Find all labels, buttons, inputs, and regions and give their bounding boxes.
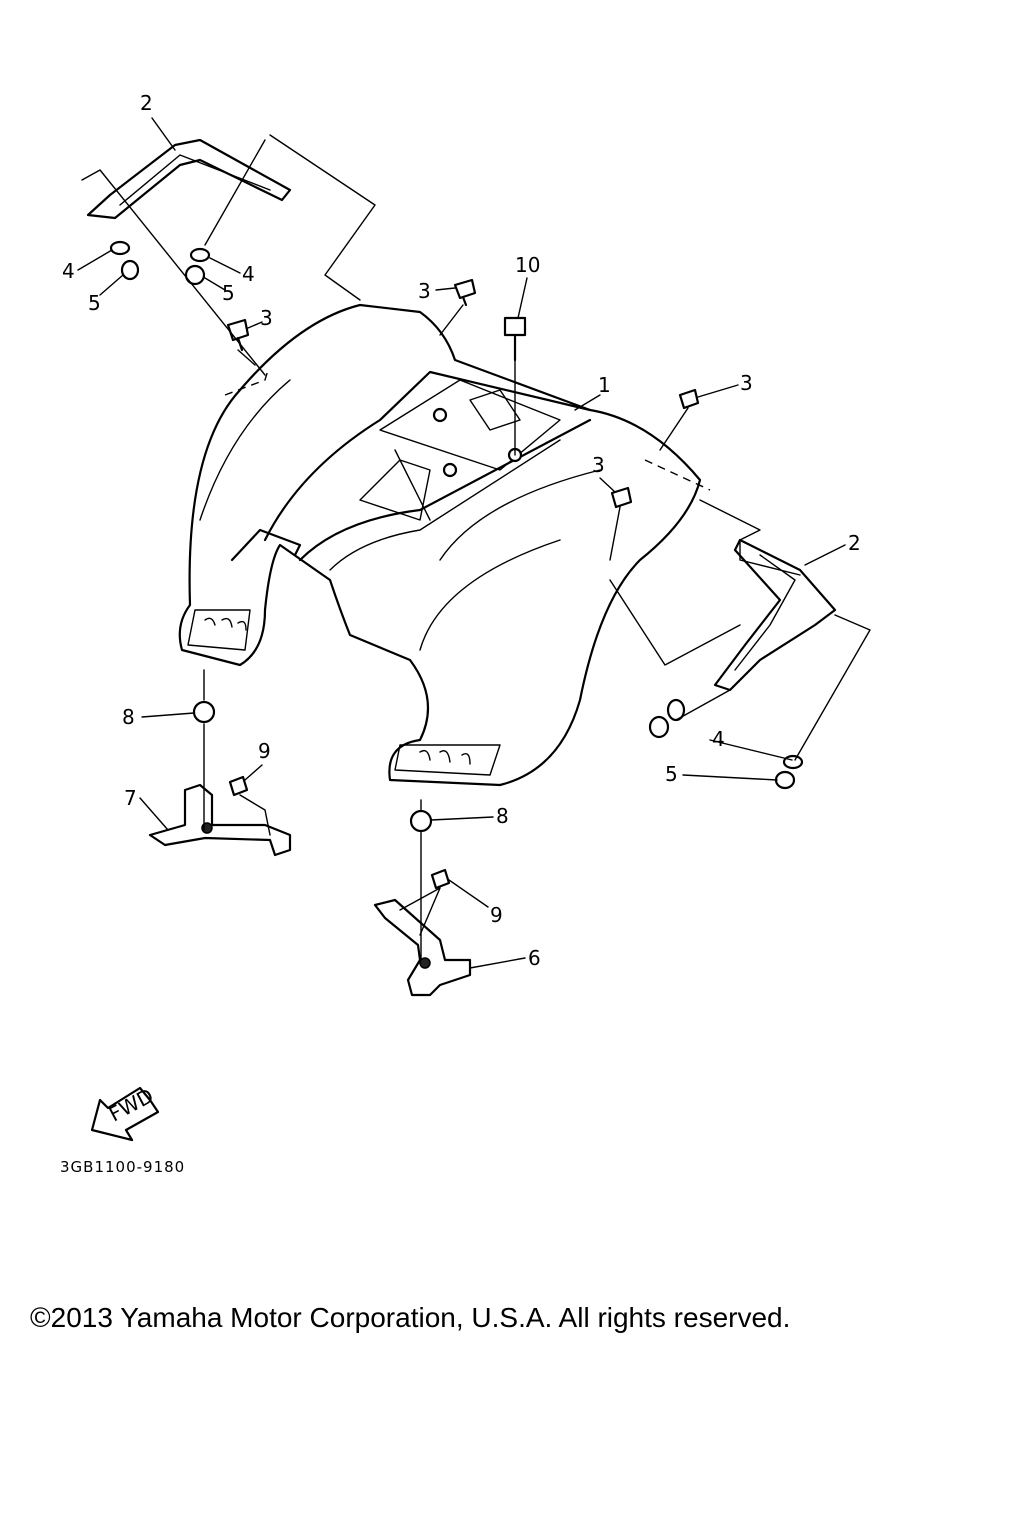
- callout-4-right: 4: [712, 727, 725, 751]
- callout-5-left: 5: [88, 291, 101, 315]
- callout-3-left: 3: [260, 306, 273, 330]
- bracket-part-6: [373, 898, 472, 997]
- callout-6: 6: [528, 946, 541, 970]
- callout-8-center: 8: [496, 804, 509, 828]
- callout-5-center: 5: [222, 281, 235, 305]
- callout-5-right: 5: [665, 762, 678, 786]
- copyright-notice: ©2013 Yamaha Motor Corporation, U.S.A. A…: [30, 1302, 791, 1333]
- fwd-arrow-icon: FWD: [90, 1083, 160, 1142]
- callout-7: 7: [124, 786, 137, 810]
- exploded-parts-diagram: FWD 2 1 2 4 5 4 5 3 3 3 3 10 8 8 9 9 7 6…: [62, 91, 871, 1142]
- callout-3-middle: 3: [592, 453, 605, 477]
- mud-flap-left-part-2: [86, 138, 292, 220]
- callout-1: 1: [598, 373, 611, 397]
- mud-flap-right-part-2: [713, 538, 837, 692]
- callout-2-left: 2: [140, 91, 153, 115]
- hardware-parts: [109, 240, 804, 890]
- callout-2-right: 2: [848, 531, 861, 555]
- callout-3-top: 3: [418, 279, 431, 303]
- callout-4-left: 4: [62, 259, 75, 283]
- callout-9-center: 9: [490, 903, 503, 927]
- callout-numbers: 2 1 2 4 5 4 5 3 3 3 3 10 8 8 9 9 7 6 4 5: [62, 91, 861, 970]
- assembly-lines: [81, 134, 871, 961]
- callout-3-right: 3: [740, 371, 753, 395]
- callout-8-left: 8: [122, 705, 135, 729]
- leader-lines: [77, 117, 846, 969]
- callout-4-center: 4: [242, 262, 255, 286]
- front-fender-part-1: [178, 303, 702, 787]
- diagram-code: 3GB1100-9180: [60, 1158, 186, 1176]
- callout-9-left: 9: [258, 739, 271, 763]
- callout-10: 10: [515, 253, 540, 277]
- bracket-part-7: [148, 783, 292, 857]
